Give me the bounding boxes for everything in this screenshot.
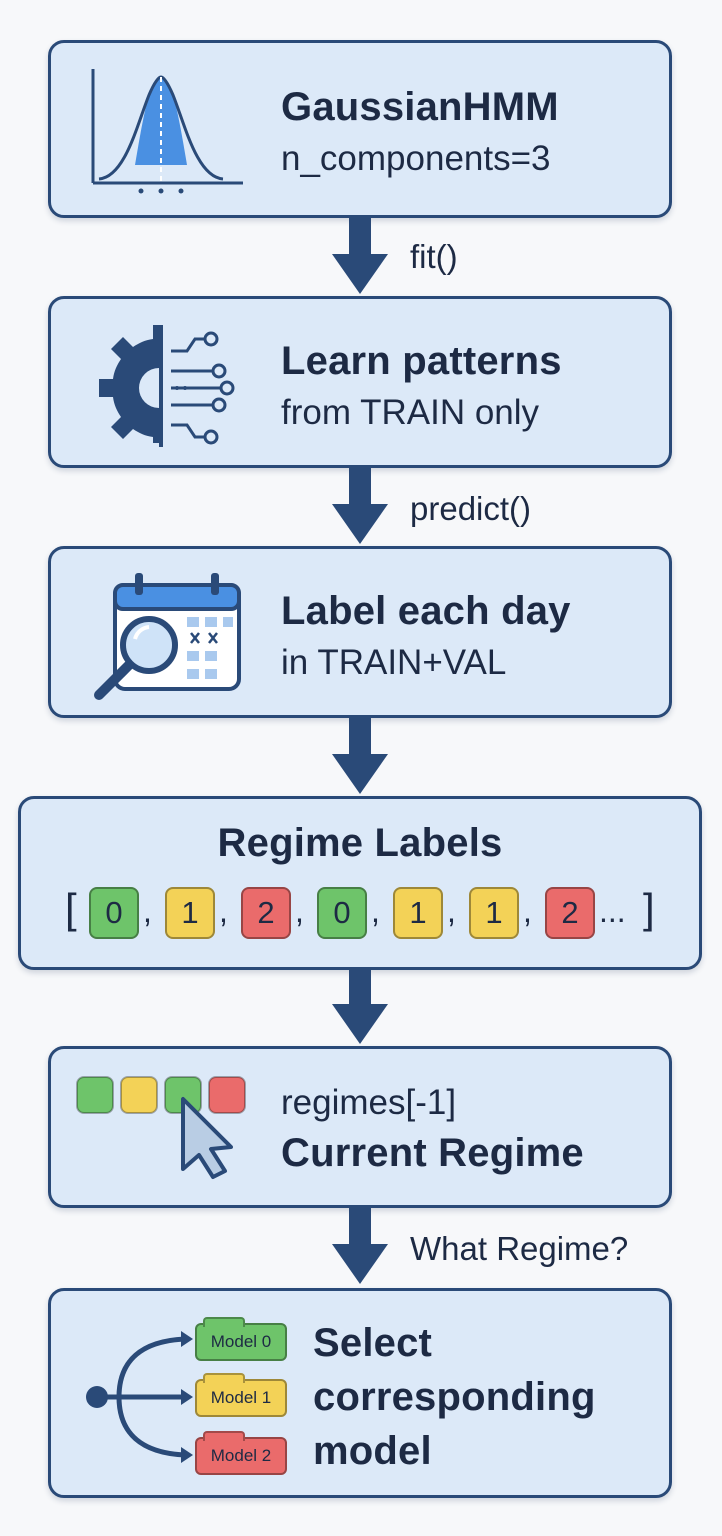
open-bracket: [ bbox=[65, 885, 77, 932]
flow-arrow-3 bbox=[332, 718, 388, 794]
model-tab-1: Model 1 bbox=[195, 1373, 287, 1417]
step-box-learn-patterns: Learn patterns from TRAIN only bbox=[48, 296, 672, 468]
close-bracket: ] bbox=[643, 885, 655, 932]
step-box-select-model: Model 0 Model 1 Model 2 Select correspon… bbox=[48, 1288, 672, 1498]
step-title: GaussianHMM bbox=[281, 85, 559, 129]
comma: , bbox=[143, 893, 152, 929]
step-box-regime-labels: Regime Labels [ 0 , 1 , 2 , 0 , 1 , 1 , … bbox=[18, 796, 702, 970]
step-title: Label each day bbox=[281, 589, 571, 633]
step-subtitle: regimes[-1] bbox=[281, 1083, 457, 1122]
step-title-line: model bbox=[313, 1429, 432, 1473]
comma: , bbox=[219, 893, 228, 929]
ellipsis: ... bbox=[599, 893, 626, 929]
flow-arrow-1 bbox=[332, 218, 388, 294]
edge-label-fit: fit() bbox=[410, 238, 458, 275]
step-subtitle: from TRAIN only bbox=[281, 393, 540, 432]
regime-chip: 1 bbox=[469, 887, 519, 939]
flow-arrow-2 bbox=[332, 468, 388, 544]
regime-chip: 2 bbox=[545, 887, 595, 939]
comma: , bbox=[523, 893, 532, 929]
regime-chip: 0 bbox=[317, 887, 367, 939]
step-title-line: Select bbox=[313, 1321, 433, 1365]
flow-arrow-4 bbox=[332, 970, 388, 1044]
edge-label-what-regime: What Regime? bbox=[410, 1230, 629, 1267]
regime-chip: 2 bbox=[241, 887, 291, 939]
comma: , bbox=[295, 893, 304, 929]
comma: , bbox=[371, 893, 380, 929]
gear-circuit-icon bbox=[99, 325, 235, 447]
regime-chip: 1 bbox=[165, 887, 215, 939]
step-title: Regime Labels bbox=[217, 821, 503, 865]
calendar-search-icon bbox=[94, 573, 241, 700]
edge-label-predict: predict() bbox=[410, 490, 532, 527]
branch-icon bbox=[86, 1331, 193, 1463]
regime-sequence: [ 0 , 1 , 2 , 0 , 1 , 1 , 2 ... ] bbox=[21, 883, 699, 943]
comma: , bbox=[447, 893, 456, 929]
bell-curve-icon bbox=[91, 69, 243, 194]
model-tab-0: Model 0 bbox=[195, 1317, 287, 1361]
cursor-select-icon bbox=[76, 1076, 246, 1179]
regime-chip: 0 bbox=[89, 887, 139, 939]
step-box-current-regime: regimes[-1] Current Regime bbox=[48, 1046, 672, 1208]
step-title: Learn patterns bbox=[281, 339, 562, 383]
flow-arrow-5 bbox=[332, 1208, 388, 1284]
regime-chip: 1 bbox=[393, 887, 443, 939]
step-box-gaussianhmm: GaussianHMM n_components=3 bbox=[48, 40, 672, 218]
step-title: Current Regime bbox=[281, 1131, 584, 1175]
step-box-label-each-day: Label each day in TRAIN+VAL bbox=[48, 546, 672, 718]
step-subtitle: in TRAIN+VAL bbox=[281, 643, 507, 682]
step-subtitle: n_components=3 bbox=[281, 139, 551, 178]
model-tab-2: Model 2 bbox=[195, 1431, 287, 1475]
step-title-line: corresponding bbox=[313, 1375, 596, 1419]
